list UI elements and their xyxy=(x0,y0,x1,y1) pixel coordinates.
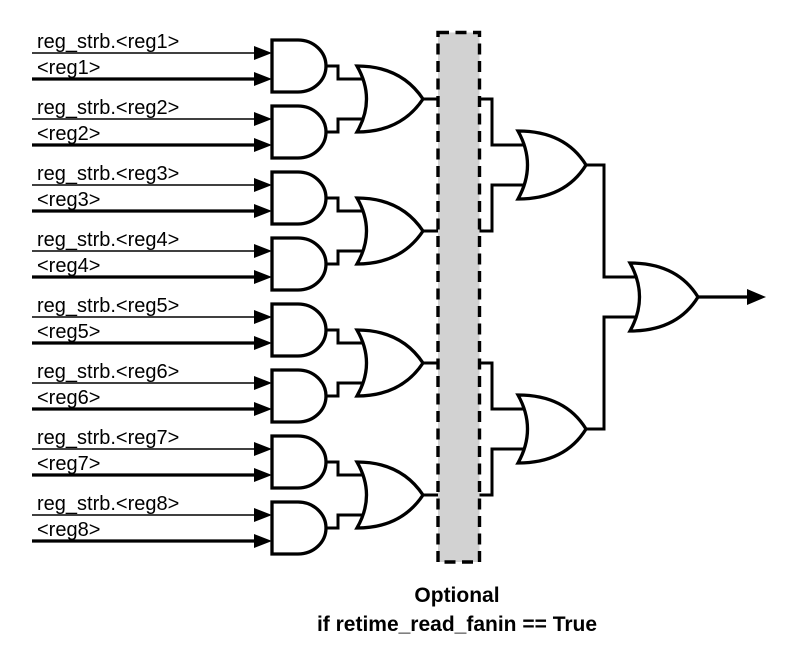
input-label-reg-1: <reg1> xyxy=(37,57,100,79)
arrowhead-icon xyxy=(254,336,272,350)
wire-and6-or3 xyxy=(326,381,374,398)
and-gate-2 xyxy=(270,104,328,160)
arrowhead-icon xyxy=(254,376,272,390)
arrowhead-icon xyxy=(254,178,272,192)
input-row-2: reg_strb.<reg2> <reg2> xyxy=(32,97,272,152)
arrowhead-icon xyxy=(254,204,272,218)
input-label-strb-4: reg_strb.<reg4> xyxy=(37,229,179,251)
or-gate-l2-bottom xyxy=(515,393,588,465)
input-row-3: reg_strb.<reg3> <reg3> xyxy=(32,163,272,218)
or-gate-l2-top xyxy=(515,129,588,201)
input-label-strb-1: reg_strb.<reg1> xyxy=(37,31,179,53)
input-label-strb-5: reg_strb.<reg5> xyxy=(37,295,179,317)
caption-line-2: if retime_read_fanin == True xyxy=(317,613,597,636)
and-gate-4 xyxy=(270,236,328,292)
wire-and3-or2 xyxy=(326,196,374,213)
arrowhead-icon xyxy=(254,270,272,284)
input-row-6: reg_strb.<reg6> <reg6> xyxy=(32,361,272,416)
or-gate-l1-1 xyxy=(354,64,425,134)
wire-and2-or1 xyxy=(326,117,374,134)
input-row-4: reg_strb.<reg4> <reg4> xyxy=(32,229,272,284)
retime-boundary-box xyxy=(436,30,482,564)
input-label-reg-6: <reg6> xyxy=(37,387,100,409)
and-gate-5 xyxy=(270,302,328,358)
caption-line-1: Optional xyxy=(414,584,499,607)
input-row-5: reg_strb.<reg5> <reg5> xyxy=(32,295,272,350)
input-label-reg-8: <reg8> xyxy=(37,519,100,541)
arrowhead-icon xyxy=(254,310,272,324)
and-gate-7 xyxy=(270,434,328,490)
arrowhead-icon xyxy=(254,46,272,60)
and-gate-6 xyxy=(270,368,328,424)
wire-and4-or2 xyxy=(326,249,374,266)
wire-and7-or4 xyxy=(326,460,374,477)
and-gate-1 xyxy=(270,38,328,94)
or-gate-l1-3 xyxy=(354,328,425,398)
input-row-1: reg_strb.<reg1> <reg1> xyxy=(32,31,272,86)
wire-and1-or1 xyxy=(326,64,374,81)
arrowhead-icon xyxy=(254,402,272,416)
wire-and8-or4 xyxy=(326,513,374,530)
input-label-reg-3: <reg3> xyxy=(37,189,100,211)
wire-l2top-final xyxy=(586,163,648,279)
arrowhead-icon xyxy=(254,244,272,258)
input-label-strb-6: reg_strb.<reg6> xyxy=(37,361,179,383)
arrowhead-icon xyxy=(254,72,272,86)
arrowhead-icon xyxy=(254,534,272,548)
input-label-reg-4: <reg4> xyxy=(37,255,100,277)
arrowhead-icon xyxy=(254,508,272,522)
wire-l2bot-final xyxy=(586,315,648,431)
arrowhead-icon xyxy=(254,468,272,482)
input-label-strb-3: reg_strb.<reg3> xyxy=(37,163,179,185)
input-row-7: reg_strb.<reg7> <reg7> xyxy=(32,427,272,482)
arrowhead-icon xyxy=(254,112,272,126)
input-label-strb-8: reg_strb.<reg8> xyxy=(37,493,179,515)
input-label-strb-2: reg_strb.<reg2> xyxy=(37,97,179,119)
input-label-strb-7: reg_strb.<reg7> xyxy=(37,427,179,449)
arrowhead-icon xyxy=(254,442,272,456)
or-gate-final xyxy=(627,261,700,333)
input-label-reg-7: <reg7> xyxy=(37,453,100,475)
input-label-reg-5: <reg5> xyxy=(37,321,100,343)
wire-and5-or3 xyxy=(326,328,374,345)
or-gate-l1-2 xyxy=(354,196,425,266)
input-label-reg-2: <reg2> xyxy=(37,123,100,145)
and-gate-3 xyxy=(270,170,328,226)
and-gate-8 xyxy=(270,500,328,556)
arrowhead-icon xyxy=(254,138,272,152)
output-arrowhead-icon xyxy=(747,289,766,305)
input-row-8: reg_strb.<reg8> <reg8> xyxy=(32,493,272,548)
or-gate-l1-4 xyxy=(354,460,425,530)
